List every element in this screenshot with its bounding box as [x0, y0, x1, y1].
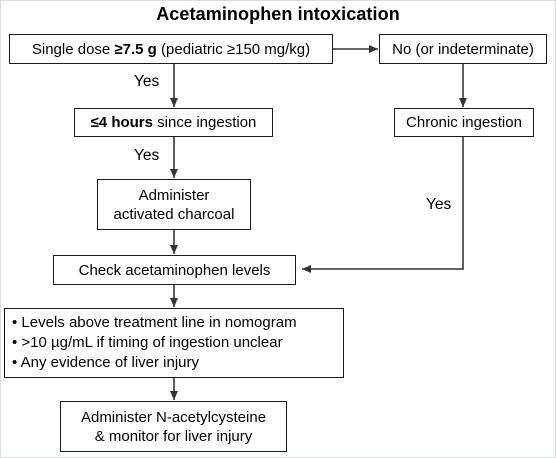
single-dose-text: Single dose ≥7.5 g (pediatric ≥150 mg/kg… [31, 40, 311, 58]
chronic-ingestion-text: Chronic ingestion [406, 114, 522, 131]
nac-line-2: & monitor for liver injury [94, 427, 253, 445]
nac-line-1: Administer N-acetylcysteine [80, 408, 267, 426]
yes-label-1: Yes [134, 73, 160, 90]
criteria-item: • Any evidence of liver injury [12, 354, 200, 371]
criteria-item: • Levels above treatment line in nomogra… [12, 314, 297, 331]
yes-label-2: Yes [134, 147, 160, 164]
charcoal-line-1: Administer [138, 186, 210, 204]
charcoal-line-2: activated charcoal [113, 205, 235, 223]
treatment-criteria-box: • Levels above treatment line in nomogra… [4, 308, 344, 378]
arrow-chronic-to-check [302, 136, 464, 273]
four-hours-text: ≤4 hours since ingestion [90, 114, 257, 131]
four-hours-box: ≤4 hours since ingestion [74, 108, 273, 137]
diagram-title: Acetaminophen intoxication [156, 4, 400, 24]
check-levels-text: Check acetaminophen levels [78, 261, 271, 279]
check-levels-box: Check acetaminophen levels [53, 255, 296, 285]
chronic-ingestion-box: Chronic ingestion [394, 108, 534, 137]
activated-charcoal-box: Administer activated charcoal [97, 179, 251, 230]
no-indeterminate-text: No (or indeterminate) [392, 40, 534, 58]
no-indeterminate-box: No (or indeterminate) [379, 34, 547, 64]
yes-label-3: Yes [426, 196, 452, 213]
single-dose-box: Single dose ≥7.5 g (pediatric ≥150 mg/kg… [9, 34, 333, 64]
n-acetylcysteine-box: Administer N-acetylcysteine & monitor fo… [60, 401, 287, 452]
criteria-item: • >10 µg/mL if timing of ingestion uncle… [12, 334, 283, 351]
